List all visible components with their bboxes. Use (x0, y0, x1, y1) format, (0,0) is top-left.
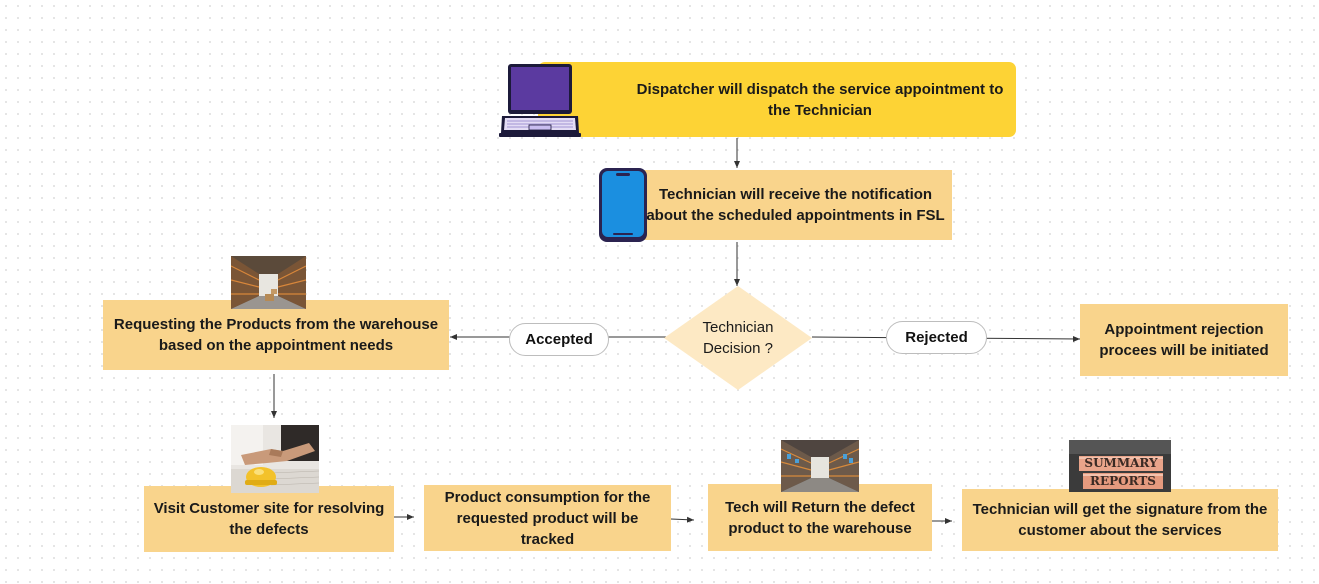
summary-reports-photo: SUMMARY REPORTS (1069, 440, 1171, 492)
notify-node-text: Technician will receive the notification… (646, 186, 945, 224)
laptop-icon (499, 62, 581, 140)
request-products-node[interactable]: Requesting the Products from the warehou… (103, 300, 449, 370)
accepted-label-text: Accepted (525, 331, 593, 348)
return-defect-node[interactable]: Tech will Return the defect product to t… (708, 484, 932, 551)
edge-label-rejected: Rejected (886, 321, 987, 354)
dispatch-node[interactable]: Dispatcher will dispatch the service app… (538, 62, 1016, 137)
handshake-photo (231, 425, 319, 493)
decision-node[interactable]: Technician Decision ? (664, 286, 812, 390)
edge-consumption-return (670, 516, 695, 523)
summary-line2-text: REPORTS (1090, 474, 1156, 488)
warehouse-photo (781, 440, 859, 492)
summary-line1-text: SUMMARY (1084, 456, 1158, 470)
notify-node[interactable]: Technician will receive the notification… (643, 170, 952, 240)
smartphone-icon (597, 167, 649, 243)
return-defect-text: Tech will Return the defect product to t… (725, 498, 915, 537)
request-products-text: Requesting the Products from the warehou… (113, 316, 439, 354)
consumption-node-text: Product consumption for the requested pr… (444, 488, 651, 548)
rejected-label-text: Rejected (905, 329, 968, 346)
dispatch-node-text: Dispatcher will dispatch the service app… (636, 80, 1004, 119)
warehouse-photo (231, 256, 306, 309)
decision-node-text: Technician Decision ? (702, 319, 774, 357)
rejection-node-text: Appointment rejection procees will be in… (1099, 321, 1269, 359)
visit-node[interactable]: Visit Customer site for resolving the de… (144, 486, 394, 552)
signature-node[interactable]: Technician will get the signature from t… (962, 489, 1278, 551)
consumption-node[interactable]: Product consumption for the requested pr… (424, 485, 671, 551)
edge-label-accepted: Accepted (509, 323, 609, 356)
signature-node-text: Technician will get the signature from t… (972, 501, 1268, 539)
rejection-node[interactable]: Appointment rejection procees will be in… (1080, 304, 1288, 376)
visit-node-text: Visit Customer site for resolving the de… (153, 500, 385, 538)
